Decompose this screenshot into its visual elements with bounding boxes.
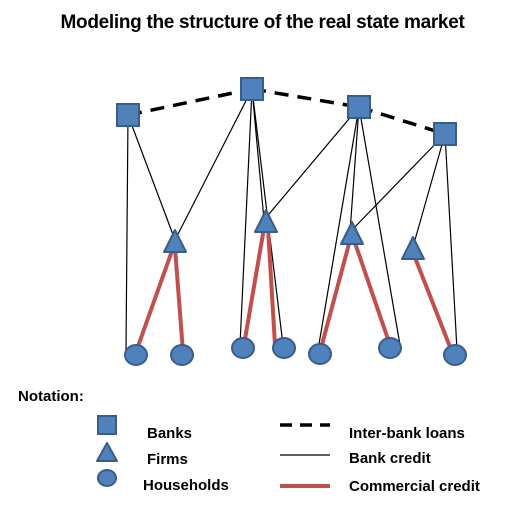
bank-nodes bbox=[116, 77, 457, 146]
bank-credit-link bbox=[349, 106, 360, 233]
legend-label-interbank-loans: Inter-bank loans bbox=[349, 425, 465, 442]
bank-credit-link bbox=[239, 88, 253, 346]
bank-node bbox=[433, 122, 457, 146]
household-node bbox=[308, 343, 332, 365]
household-node bbox=[443, 344, 467, 366]
bank-node bbox=[347, 95, 371, 119]
network-diagram bbox=[116, 77, 467, 366]
interbank-loans-legend-line bbox=[280, 423, 330, 427]
bank-credit-link bbox=[174, 88, 253, 241]
interbank-link bbox=[127, 87, 253, 117]
notation-heading: Notation: bbox=[18, 388, 84, 405]
legend-label-banks: Banks bbox=[147, 425, 193, 442]
household-node bbox=[272, 337, 296, 359]
households-legend-icon bbox=[97, 469, 117, 487]
commercial-credit-link bbox=[242, 226, 266, 347]
firm-node bbox=[401, 236, 425, 260]
commercial-credit-link bbox=[412, 253, 454, 354]
legend-label-bank-credit: Bank credit bbox=[349, 450, 431, 467]
bank-credit-link bbox=[412, 133, 446, 248]
commercial-credit-link bbox=[173, 246, 185, 354]
firm-node bbox=[254, 209, 278, 233]
bank-credit-link bbox=[444, 133, 458, 351]
household-nodes bbox=[124, 337, 467, 366]
commercial-credit-link bbox=[266, 226, 277, 347]
commercial-credit-legend-line bbox=[280, 484, 330, 488]
interbank-link bbox=[358, 105, 446, 136]
household-node bbox=[378, 337, 402, 359]
bank-credit-link bbox=[251, 88, 265, 221]
page-title: Modeling the structure of the real state… bbox=[60, 12, 465, 33]
bank-credit-link bbox=[349, 133, 446, 233]
bank-credit-link bbox=[317, 106, 360, 351]
banks-legend-icon bbox=[97, 415, 117, 435]
household-node bbox=[170, 344, 194, 366]
commercial-credit-links bbox=[134, 226, 454, 354]
bank-node bbox=[240, 77, 264, 101]
firms-legend-icon bbox=[96, 442, 118, 462]
legend-label-households: Households bbox=[143, 477, 229, 494]
household-node bbox=[124, 344, 148, 366]
bank-node bbox=[116, 103, 140, 127]
bank-credit-link bbox=[127, 114, 176, 241]
legend-label-commercial-credit: Commercial credit bbox=[349, 478, 480, 495]
bank-credit-link bbox=[358, 106, 401, 346]
commercial-credit-link bbox=[352, 238, 392, 347]
interbank-link bbox=[251, 87, 360, 109]
household-node bbox=[231, 337, 255, 359]
bank-credit-link bbox=[125, 114, 129, 351]
firm-nodes bbox=[163, 209, 425, 260]
firm-node bbox=[163, 229, 187, 253]
bank-credit-legend-line bbox=[280, 454, 330, 456]
bank-credit-link bbox=[263, 106, 360, 221]
bank-credit-links bbox=[125, 88, 458, 351]
interbank-links bbox=[127, 87, 446, 136]
commercial-credit-link bbox=[318, 238, 352, 354]
commercial-credit-link bbox=[134, 246, 175, 354]
firm-node bbox=[340, 221, 364, 245]
legend-label-firms: Firms bbox=[147, 451, 188, 468]
